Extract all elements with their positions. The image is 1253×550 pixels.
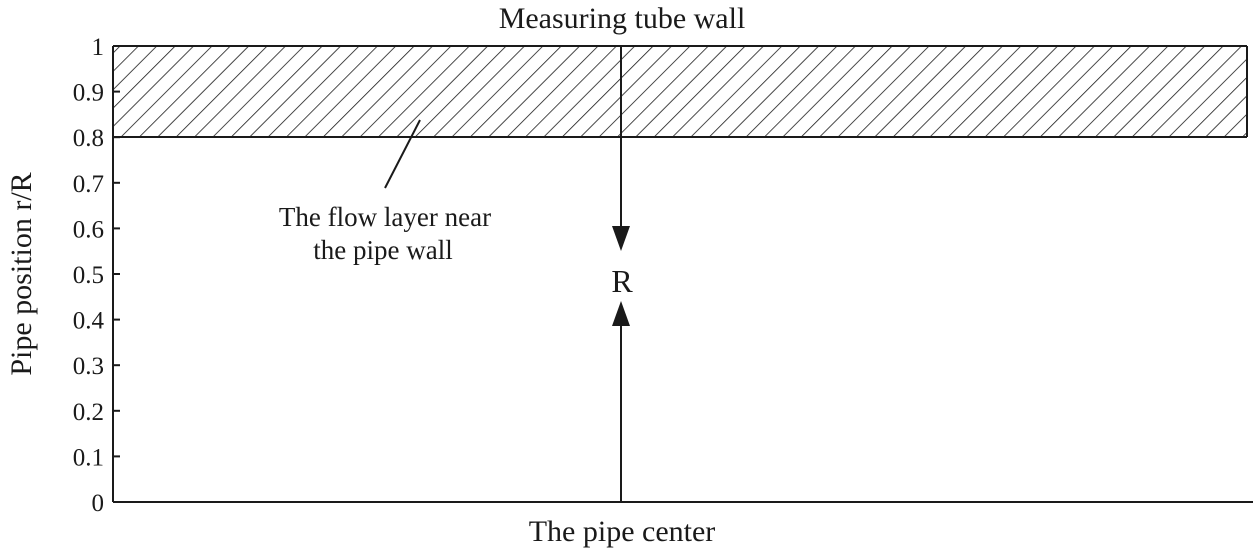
y-tick-label: 0.3 bbox=[73, 353, 104, 380]
radius-label: R bbox=[611, 263, 633, 299]
y-tick-label: 0.7 bbox=[73, 171, 104, 198]
annotation-line-2: the pipe wall bbox=[313, 235, 452, 265]
y-axis-label: Pipe position r/R bbox=[5, 172, 38, 375]
y-tick-label: 0 bbox=[92, 490, 105, 517]
y-tick-label: 0.2 bbox=[73, 399, 104, 426]
y-tick-label: 1 bbox=[92, 34, 105, 61]
pipe-center-label: The pipe center bbox=[529, 515, 716, 548]
plot-frame bbox=[112, 45, 1253, 503]
radius-arrow-up bbox=[612, 301, 630, 502]
measuring-tube-wall-label: Measuring tube wall bbox=[499, 2, 746, 35]
y-tick-label: 0.8 bbox=[73, 125, 104, 152]
y-tick-label: 0.6 bbox=[73, 216, 104, 243]
annotation-leader-line bbox=[384, 119, 421, 189]
y-tick-label: 0.9 bbox=[73, 80, 104, 107]
radius-arrow-down bbox=[612, 46, 630, 251]
y-tick-label: 0.1 bbox=[73, 444, 104, 471]
y-tick-label: 0.4 bbox=[73, 308, 105, 335]
y-tick-label: 0.5 bbox=[73, 262, 104, 289]
annotation-line-1: The flow layer near bbox=[279, 202, 491, 232]
wall-flow-layer-hatch bbox=[113, 46, 1247, 137]
y-axis-ticks: 0 0.1 0.2 0.3 0.4 0.5 0.6 0.7 0.8 0.9 1 bbox=[73, 34, 120, 517]
